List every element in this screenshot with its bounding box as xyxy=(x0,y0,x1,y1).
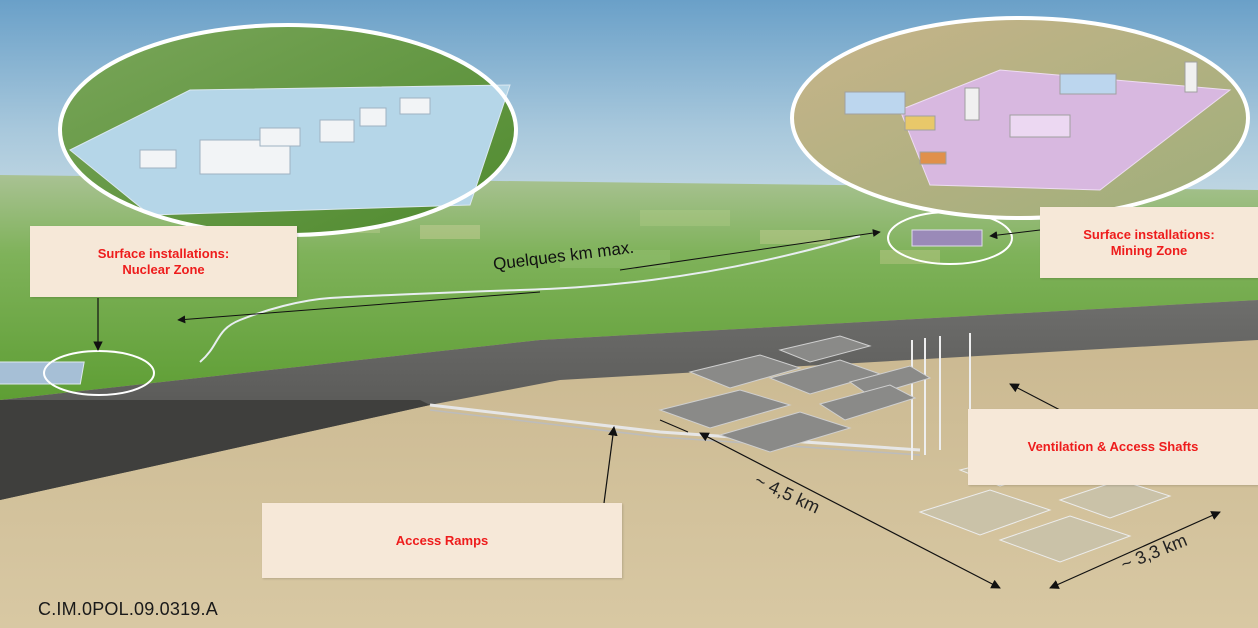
arrow-ramps-2 xyxy=(659,419,689,433)
dimension-length-line xyxy=(699,432,1001,589)
nuclear-zone-marker xyxy=(43,350,155,396)
label-access-ramps: Access Ramps xyxy=(262,503,622,578)
arrow-mining xyxy=(989,229,1041,240)
label-shafts: Ventilation & Access Shafts xyxy=(968,409,1258,485)
mining-zone-zoom-buildings xyxy=(844,61,1198,165)
mining-site-mini xyxy=(911,229,983,247)
nuclear-site-mini xyxy=(0,361,85,385)
arrow-distance-left xyxy=(177,291,541,324)
arrow-shafts xyxy=(1009,383,1061,411)
nuclear-zone-zoom-buildings xyxy=(139,97,431,175)
rock-layer-front xyxy=(0,400,430,500)
label-mining-zone: Surface installations: Mining Zone xyxy=(1040,207,1258,278)
rock-layer xyxy=(0,300,1258,500)
dimension-width-line xyxy=(1049,511,1221,589)
arrow-ramps xyxy=(603,426,618,504)
mining-zone-zoom-border xyxy=(790,16,1250,220)
arrow-distance-right xyxy=(619,229,881,271)
surface-road xyxy=(199,235,861,363)
figure-code: C.IM.0POL.09.0319.A xyxy=(38,599,218,619)
label-nuclear-zone: Surface installations: Nuclear Zone xyxy=(30,226,297,297)
